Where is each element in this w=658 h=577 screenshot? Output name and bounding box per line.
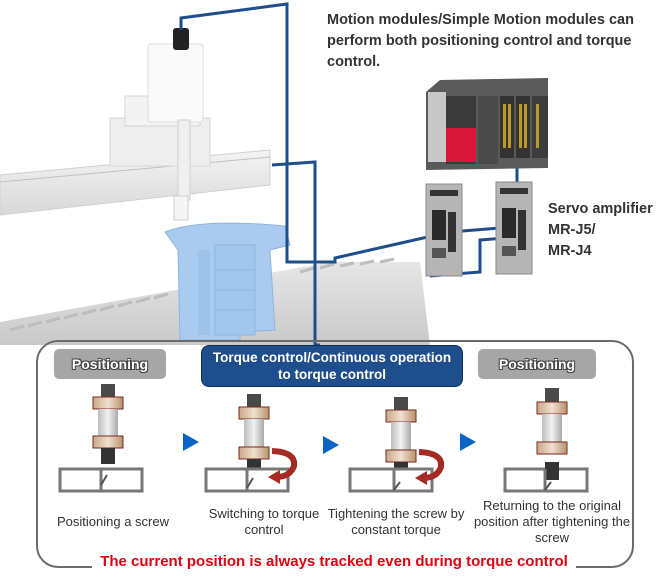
rotation-arrow-icon xyxy=(418,449,445,481)
cable-connector xyxy=(173,28,189,50)
step-1-illustration xyxy=(58,384,144,493)
step-1-caption: Positioning a screw xyxy=(57,514,169,529)
stage-tag-torque-control: Torque control/Continuous operation to t… xyxy=(201,345,463,387)
process-steps-illustration xyxy=(58,384,589,493)
screw-tightening-robot xyxy=(109,28,211,221)
step-4-illustration xyxy=(503,388,589,493)
servo-amplifier-label: Servo amplifier MR-J5/ MR-J4 xyxy=(548,199,653,262)
step-arrow-3 xyxy=(460,433,476,451)
servo-amplifier-2 xyxy=(495,181,533,275)
servo-label-line1: Servo amplifier xyxy=(548,201,653,217)
step-2-caption: Switching to torque control xyxy=(208,506,320,537)
footer-note: The current position is always tracked e… xyxy=(92,552,576,572)
step-arrow-2 xyxy=(323,436,339,454)
servo-amplifier-1 xyxy=(425,183,463,277)
step-3-illustration xyxy=(348,397,445,493)
motion-controller xyxy=(426,78,548,170)
servo-label-line2: MR-J5/ xyxy=(548,222,596,238)
step-3-caption: Tightening the screw by constant torque xyxy=(327,506,465,537)
step-2-illustration xyxy=(204,394,298,493)
intro-text: Motion modules/Simple Motion modules can… xyxy=(327,12,634,70)
rotation-arrow-icon xyxy=(271,448,298,480)
stage-tag-positioning-end: Positioning xyxy=(478,349,596,379)
step-4-caption: Returning to the original position after… xyxy=(473,498,631,545)
system-illustration xyxy=(0,2,548,345)
step-arrow-1 xyxy=(183,433,199,451)
servo-label-line3: MR-J4 xyxy=(548,243,592,259)
stage-tag-positioning-start: Positioning xyxy=(54,349,166,379)
workpiece xyxy=(164,222,291,341)
